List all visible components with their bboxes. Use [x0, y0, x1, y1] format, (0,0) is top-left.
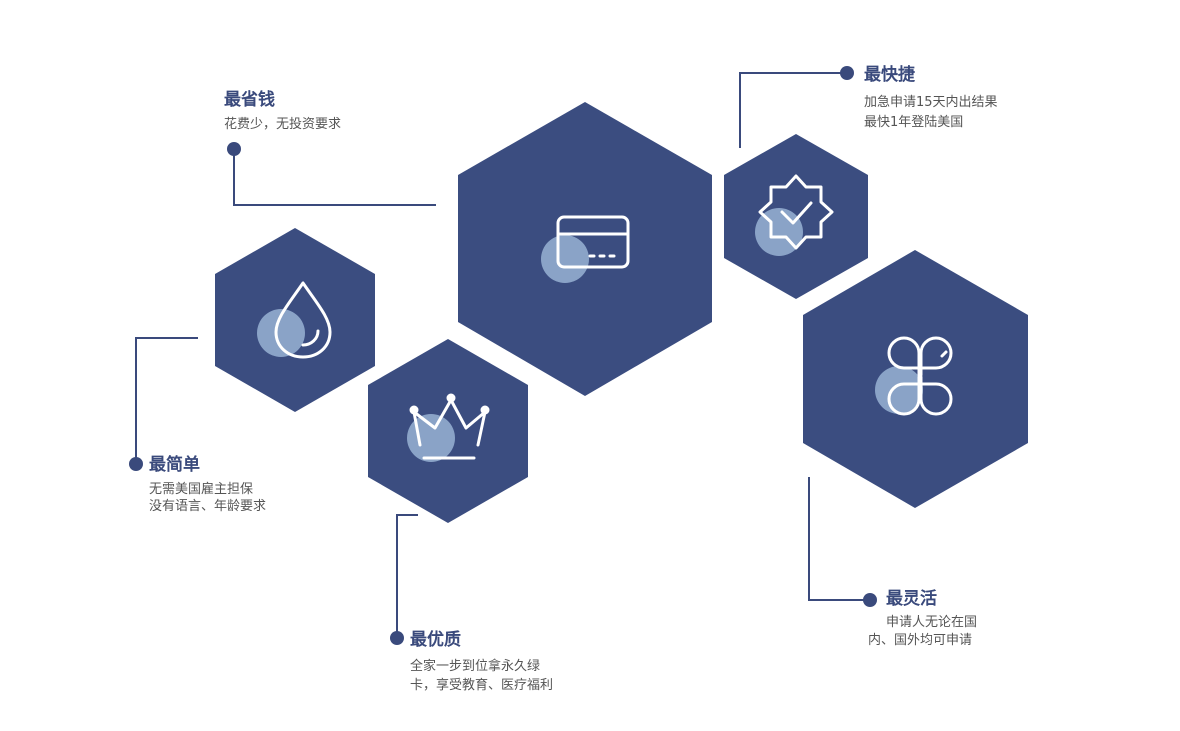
- connector-line-fastest: [739, 72, 845, 148]
- feature-desc-best-quality-line2: 卡，享受教育、医疗福利: [410, 678, 554, 693]
- connector-dot-cheapest: [227, 142, 241, 156]
- credit-card-icon: [556, 215, 630, 269]
- verified-badge-icon: [758, 174, 834, 250]
- feature-title-simplest: 最简单: [149, 455, 200, 475]
- connector-dot-simplest: [129, 457, 143, 471]
- connector-line-best-quality: [396, 514, 418, 638]
- clover-icon: [887, 336, 953, 416]
- accent-circle-most-flexible: [875, 366, 923, 414]
- feature-title-fastest: 最快捷: [864, 65, 915, 85]
- feature-desc-best-quality-line1: 全家一步到位拿永久绿: [410, 659, 541, 674]
- connector-dot-most-flexible: [863, 593, 877, 607]
- feature-desc-most-flexible-line2: 内、国外均可申请: [868, 633, 973, 648]
- feature-title-most-flexible: 最灵活: [886, 589, 937, 609]
- accent-circle-cheapest: [541, 235, 589, 283]
- feature-title-best-quality: 最优质: [410, 630, 461, 650]
- feature-desc-simplest-line1: 无需美国雇主担保: [149, 482, 254, 497]
- connector-line-most-flexible: [808, 477, 868, 601]
- feature-desc-fastest-line2: 最快1年登陆美国: [864, 115, 964, 130]
- feature-desc-most-flexible-line1: 申请人无论在国: [886, 615, 978, 630]
- accent-circle-simplest: [257, 309, 305, 357]
- connector-line-simplest: [135, 337, 198, 464]
- feature-desc-cheapest-line1: 花费少，无投资要求: [224, 117, 342, 132]
- water-drop-icon: [274, 281, 332, 359]
- feature-desc-simplest-line2: 没有语言、年龄要求: [149, 499, 267, 514]
- crown-icon: [409, 393, 490, 460]
- connector-dot-fastest: [840, 66, 854, 80]
- connector-dot-best-quality: [390, 631, 404, 645]
- connector-line-cheapest: [233, 150, 436, 206]
- accent-circle-best-quality: [407, 414, 455, 462]
- feature-title-cheapest: 最省钱: [224, 90, 275, 110]
- feature-desc-fastest-line1: 加急申请15天内出结果: [864, 95, 998, 110]
